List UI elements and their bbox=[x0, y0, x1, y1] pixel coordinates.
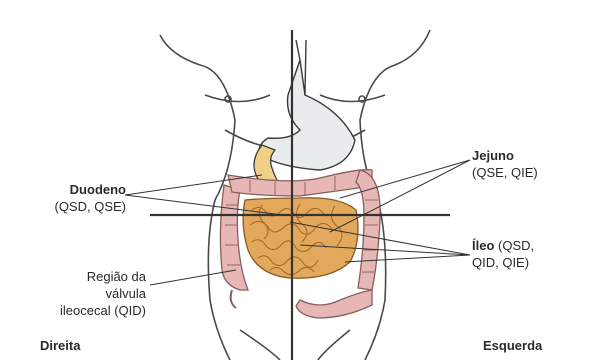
duodeno-label: Duodeno (QSD, QSE) bbox=[30, 181, 126, 215]
jejuno-title: Jejuno bbox=[472, 147, 582, 164]
side-label-direita: Direita bbox=[40, 337, 80, 354]
valve-line3: ileocecal (QID) bbox=[28, 302, 146, 319]
ileo-title: Íleo bbox=[472, 238, 494, 253]
duodeno-title: Duodeno bbox=[30, 181, 126, 198]
ileo-quadrants-line1: (QSD, bbox=[494, 238, 534, 253]
ileo-quadrants-line2: QID, QIE) bbox=[472, 254, 587, 271]
small-intestine bbox=[243, 198, 358, 278]
jejuno-label: Jejuno (QSE, QIE) bbox=[472, 147, 582, 181]
valve-line1: Região da bbox=[28, 268, 146, 285]
jejuno-quadrants: (QSE, QIE) bbox=[472, 164, 582, 181]
appendix bbox=[231, 290, 236, 308]
duodeno-quadrants: (QSD, QSE) bbox=[30, 198, 126, 215]
valve-line2: válvula bbox=[28, 285, 146, 302]
ileocecal-valve-label: Região da válvula ileocecal (QID) bbox=[28, 268, 146, 319]
ileo-label: Íleo (QSD, QID, QIE) bbox=[472, 237, 587, 271]
side-label-esquerda: Esquerda bbox=[483, 337, 542, 354]
